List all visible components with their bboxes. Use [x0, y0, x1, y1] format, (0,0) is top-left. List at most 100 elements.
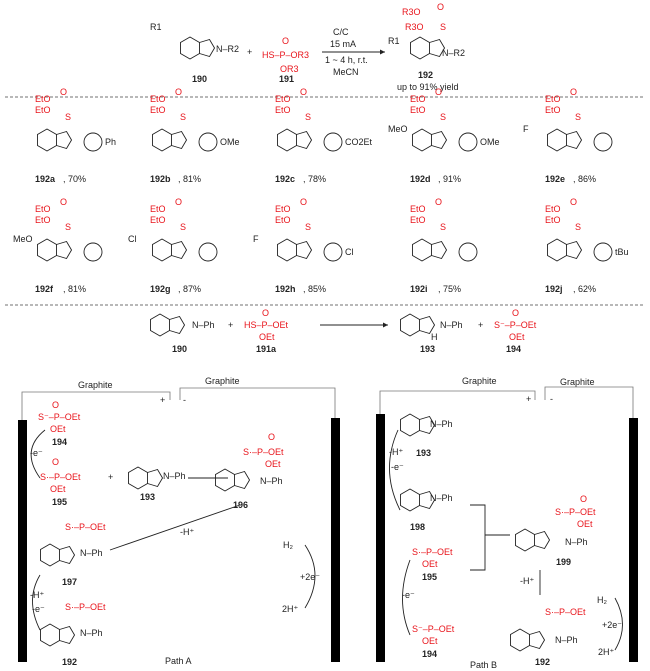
eq-193-h: H [431, 332, 438, 342]
benzene-ring [40, 623, 60, 647]
eq-191a-o: O [262, 308, 269, 318]
phos-s: S [65, 222, 71, 232]
aryl-ring [593, 132, 613, 152]
plus: + [228, 320, 233, 330]
product-id: 192g [150, 284, 171, 294]
reagent-or: OR3 [280, 64, 299, 74]
phos-eto-1: EtO [275, 204, 291, 214]
pb-194-formula: S⁻–P–OEt [412, 624, 455, 634]
pa-193-nph: N–Ph [163, 471, 186, 481]
pb-195-oet: OEt [422, 559, 438, 569]
phos-eto-1: EtO [410, 204, 426, 214]
phos-eto-1: EtO [35, 204, 51, 214]
anode-label: Graphite [462, 376, 497, 386]
pb-192-formula: S·–P–OEt [545, 607, 586, 617]
phos-s: S [305, 222, 311, 232]
pb-192-label: 192 [535, 657, 550, 667]
pb-194-oet: OEt [422, 636, 438, 646]
pa-194-o: O [52, 400, 59, 410]
anode-electrode [18, 420, 27, 662]
benzene-ring [547, 238, 567, 262]
phos-o: O [175, 87, 182, 97]
benzene-ring [180, 36, 200, 60]
minus-h: -H⁺ [30, 590, 44, 600]
product-id: 192i [410, 284, 428, 294]
substituent: CO2Et [345, 137, 373, 147]
pyrazole-ring [147, 468, 164, 488]
h2: H₂ [283, 540, 293, 550]
product-r3o-1: R3O [402, 7, 421, 17]
pa-197-formula: S·–P–OEt [65, 522, 106, 532]
pb-193-nph: N–Ph [430, 419, 453, 429]
pa-195-oet: OEt [50, 484, 66, 494]
two-h: 2H⁺ [598, 647, 615, 657]
path-a-title: Path A [165, 656, 192, 666]
aryl-ring [83, 242, 103, 262]
pyrazole-ring [566, 240, 583, 260]
pa-196-oet: OEt [265, 459, 281, 469]
arrow [109, 504, 241, 551]
pa-194-label: 194 [52, 437, 67, 447]
product-id: 192e [545, 174, 565, 184]
product-id: 192b [150, 174, 171, 184]
equation: N–Ph 190 + O HS–P–OEt OEt 191a N–Ph H 19… [172, 308, 537, 354]
pa-195-formula: S·–P–OEt [40, 472, 81, 482]
product-yield: , 70% [63, 174, 86, 184]
phos-s: S [440, 222, 446, 232]
pa-195-label: 195 [52, 497, 67, 507]
aryl-ring [323, 132, 343, 152]
benzene-ring [510, 628, 530, 652]
eq-191a-label: 191a [256, 344, 277, 354]
benzene-ring [152, 128, 172, 152]
product-yield: , 87% [178, 284, 201, 294]
phos-eto-1: EtO [410, 94, 426, 104]
phos-o: O [300, 197, 307, 207]
phos-eto-1: EtO [150, 94, 166, 104]
phos-eto-2: EtO [35, 215, 51, 225]
minus-e: -e⁻ [391, 462, 404, 472]
cathode-label: Graphite [205, 376, 240, 386]
minus-h: -H⁺ [389, 447, 403, 457]
product-o: O [437, 2, 444, 12]
minus-sign: - [183, 395, 186, 405]
product-yield: , 75% [438, 284, 461, 294]
phos-eto-2: EtO [275, 105, 291, 115]
pyrazole-ring [199, 38, 216, 58]
product-s: S [440, 22, 446, 32]
minus-h: -H⁺ [520, 576, 534, 586]
arrowhead [380, 49, 385, 55]
path-b-title: Path B [470, 660, 497, 670]
product-yield: , 85% [303, 284, 326, 294]
phos-s: S [440, 112, 446, 122]
top-reaction: R1 N–R2 190 + O HS–P–OR3 OR3 191 C/C 15 … [150, 2, 465, 92]
pyrazole-ring [419, 490, 436, 510]
product-yield: , 86% [573, 174, 596, 184]
r1-label: R1 [150, 22, 162, 32]
pa-192-formula: S·–P–OEt [65, 602, 106, 612]
pb-195-label: 195 [422, 572, 437, 582]
benzene-ring [400, 313, 420, 337]
benzene-ring [412, 238, 432, 262]
yield-note: up to 91% yield [397, 82, 459, 92]
pyrazole-ring [419, 415, 436, 435]
pb-194-label: 194 [422, 649, 437, 659]
substituent: tBu [615, 247, 629, 257]
anode-label: Graphite [78, 380, 113, 390]
phos-eto-1: EtO [545, 94, 561, 104]
pa-196-o: O [268, 432, 275, 442]
phos-eto-2: EtO [35, 105, 51, 115]
phos-eto-2: EtO [410, 105, 426, 115]
condition-current: 15 mA [330, 39, 356, 49]
r1-substituent: F [523, 124, 529, 134]
anode-electrode [376, 414, 385, 662]
phos-o: O [570, 87, 577, 97]
product-yield: , 62% [573, 284, 596, 294]
pb-192-nph: N–Ph [555, 635, 578, 645]
product-r3o-2: R3O [405, 22, 424, 32]
pa-197-nph: N–Ph [80, 548, 103, 558]
